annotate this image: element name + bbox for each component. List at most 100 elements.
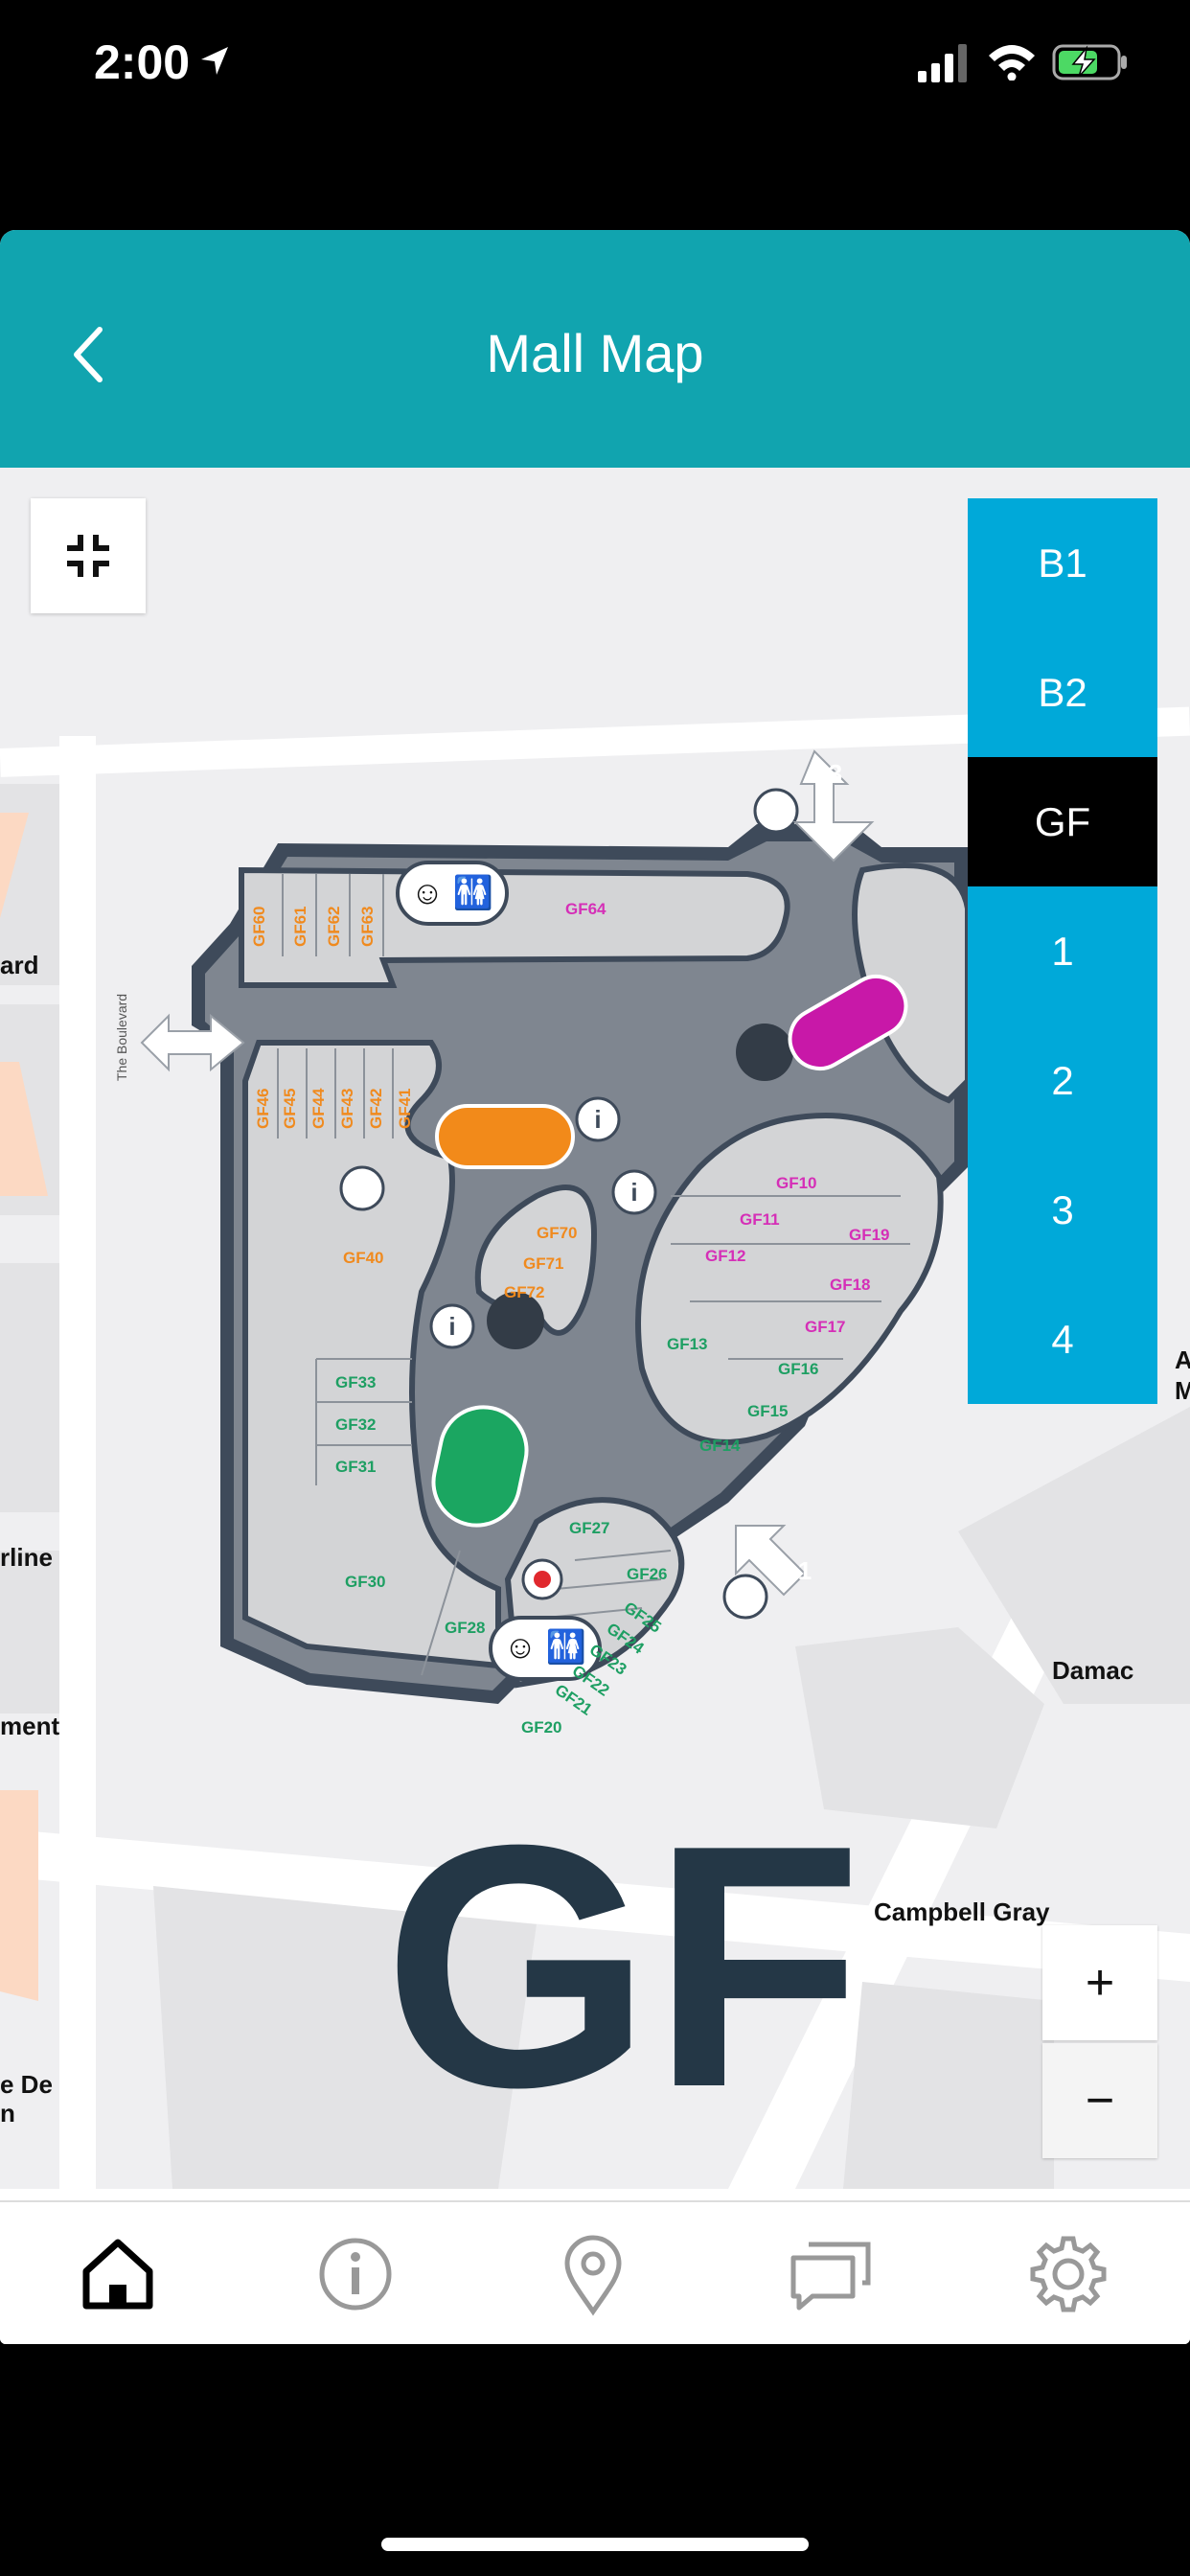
side-label: e De	[0, 2070, 53, 2099]
floor-button-b1[interactable]: B1	[968, 498, 1157, 628]
unit-label: GF42	[367, 1088, 385, 1129]
taxi-icon[interactable]	[722, 1574, 768, 1620]
svg-text:i: i	[594, 1105, 601, 1134]
unit-label: GF71	[523, 1254, 564, 1273]
restroom-icon: ☺ 🚻	[504, 1628, 587, 1666]
entrance-number: 3	[829, 759, 842, 788]
unit-label: GF28	[445, 1619, 486, 1637]
unit-label: GF26	[627, 1565, 668, 1583]
side-label: M	[1175, 1376, 1190, 1405]
building-block-highlight	[0, 813, 29, 918]
street	[0, 706, 1190, 777]
building-block-highlight	[0, 1790, 38, 2001]
unit-label: GF30	[345, 1573, 386, 1591]
unit-label: GF15	[747, 1402, 789, 1420]
floor-button-gf[interactable]: GF	[968, 757, 1157, 886]
unit-label: GF63	[358, 906, 377, 947]
collapse-icon	[67, 535, 109, 577]
unit-label: GF31	[335, 1458, 377, 1476]
side-label: A	[1175, 1346, 1190, 1374]
side-label: ment	[0, 1712, 59, 1740]
entrance-arrow	[792, 749, 875, 862]
restroom-marker[interactable]	[396, 861, 509, 926]
floor-button-3[interactable]: 3	[968, 1145, 1157, 1275]
first-aid-icon[interactable]	[521, 1558, 563, 1600]
unit-dividers	[277, 874, 910, 1676]
unit-label: GF33	[335, 1373, 377, 1392]
info-icon[interactable]	[312, 2231, 399, 2317]
unit-label: GF43	[338, 1088, 356, 1129]
restroom-marker[interactable]	[489, 1616, 602, 1681]
floor-selector: B1 B2 GF 1 2 3 4	[968, 498, 1157, 1404]
mall-map[interactable]: ☺ 🚻 ☺ 🚻 i i i 3 6 1 ard rline	[0, 468, 1190, 2189]
unit-label: GF72	[504, 1283, 545, 1301]
unit-label: GF41	[396, 1088, 414, 1129]
side-label: n	[0, 2099, 15, 2128]
unit-label: GF19	[849, 1226, 890, 1244]
page-title: Mall Map	[486, 323, 704, 383]
status-time: 2:00	[94, 35, 191, 89]
unit-label: GF44	[309, 1088, 328, 1129]
unit-label: GF13	[667, 1335, 708, 1353]
floor-button-4[interactable]: 4	[968, 1275, 1157, 1404]
settings-gear-icon[interactable]	[1025, 2231, 1111, 2317]
floor-button-b2[interactable]: B2	[968, 628, 1157, 757]
escalator-lift-marker-green[interactable]	[425, 1399, 535, 1533]
shop-block-east-round	[852, 862, 971, 1104]
home-indicator	[381, 2538, 809, 2551]
zoom-in-button[interactable]: +	[1042, 1925, 1157, 2040]
collapse-map-button[interactable]	[31, 498, 146, 613]
unit-label: GF62	[325, 906, 343, 947]
building-label: Damac	[1052, 1656, 1133, 1685]
chat-icon[interactable]	[788, 2231, 874, 2317]
info-icon[interactable]: i	[611, 1169, 657, 1215]
unit-label: GF16	[778, 1360, 819, 1378]
floor-button-2[interactable]: 2	[968, 1016, 1157, 1145]
map-labels: 3 6 1 ard rline ment e De n The Boulevar…	[0, 759, 1190, 2159]
app-screen: Mall Map	[0, 230, 1190, 2344]
location-arrow-icon	[201, 47, 228, 75]
building-block	[153, 1886, 537, 2189]
shop-block-east-oval	[635, 1113, 944, 1445]
escalator-void	[487, 1292, 544, 1349]
unit-label: GF32	[335, 1415, 377, 1434]
street	[59, 736, 96, 2189]
building-block-highlight	[0, 1062, 48, 1196]
restroom-icon: ☺ 🚻	[411, 874, 494, 911]
shop-block-north	[239, 866, 790, 988]
info-icon[interactable]: i	[429, 1303, 475, 1349]
escalator-lift-marker-orange[interactable]	[435, 1104, 575, 1169]
info-icon[interactable]: i	[575, 1096, 621, 1142]
street-label: The Boulevard	[114, 994, 129, 1081]
unit-label: GF27	[569, 1519, 610, 1537]
unit-label: GF70	[537, 1224, 578, 1242]
unit-label: GF20	[521, 1718, 562, 1736]
building-block	[843, 1982, 1054, 2189]
unit-label: GF45	[281, 1088, 299, 1129]
floor-plan[interactable]: ☺ 🚻 ☺ 🚻 i i i	[0, 468, 1190, 2189]
unit-label: GF17	[805, 1318, 846, 1336]
floor-button-1[interactable]: 1	[968, 886, 1157, 1016]
location-pin-icon[interactable]	[550, 2231, 636, 2317]
escalator-void	[736, 1024, 793, 1081]
zoom-out-button[interactable]: −	[1042, 2043, 1157, 2158]
status-bar: 2:00	[0, 0, 1190, 134]
home-icon[interactable]	[75, 2231, 161, 2317]
svg-text:i: i	[630, 1178, 637, 1207]
building-label: Campbell Gray	[874, 1898, 1050, 1926]
street	[728, 1474, 1131, 2189]
taxi-icon[interactable]	[753, 788, 799, 834]
unit-label: GF60	[250, 906, 268, 947]
tab-bar	[0, 2200, 1190, 2344]
signal-icon	[918, 44, 967, 82]
unit-label: GF40	[343, 1249, 384, 1267]
back-arrow-icon[interactable]	[57, 316, 125, 393]
unit-label: GF12	[705, 1247, 746, 1265]
building-block	[0, 1263, 59, 1512]
entrance-arrow	[735, 1525, 807, 1597]
escalator-lift-marker-magenta[interactable]	[779, 966, 917, 1080]
building-block	[795, 1627, 1044, 1828]
escalator-icon[interactable]	[339, 1165, 385, 1211]
street	[0, 1828, 1190, 1982]
shop-block-west	[242, 1040, 501, 1669]
